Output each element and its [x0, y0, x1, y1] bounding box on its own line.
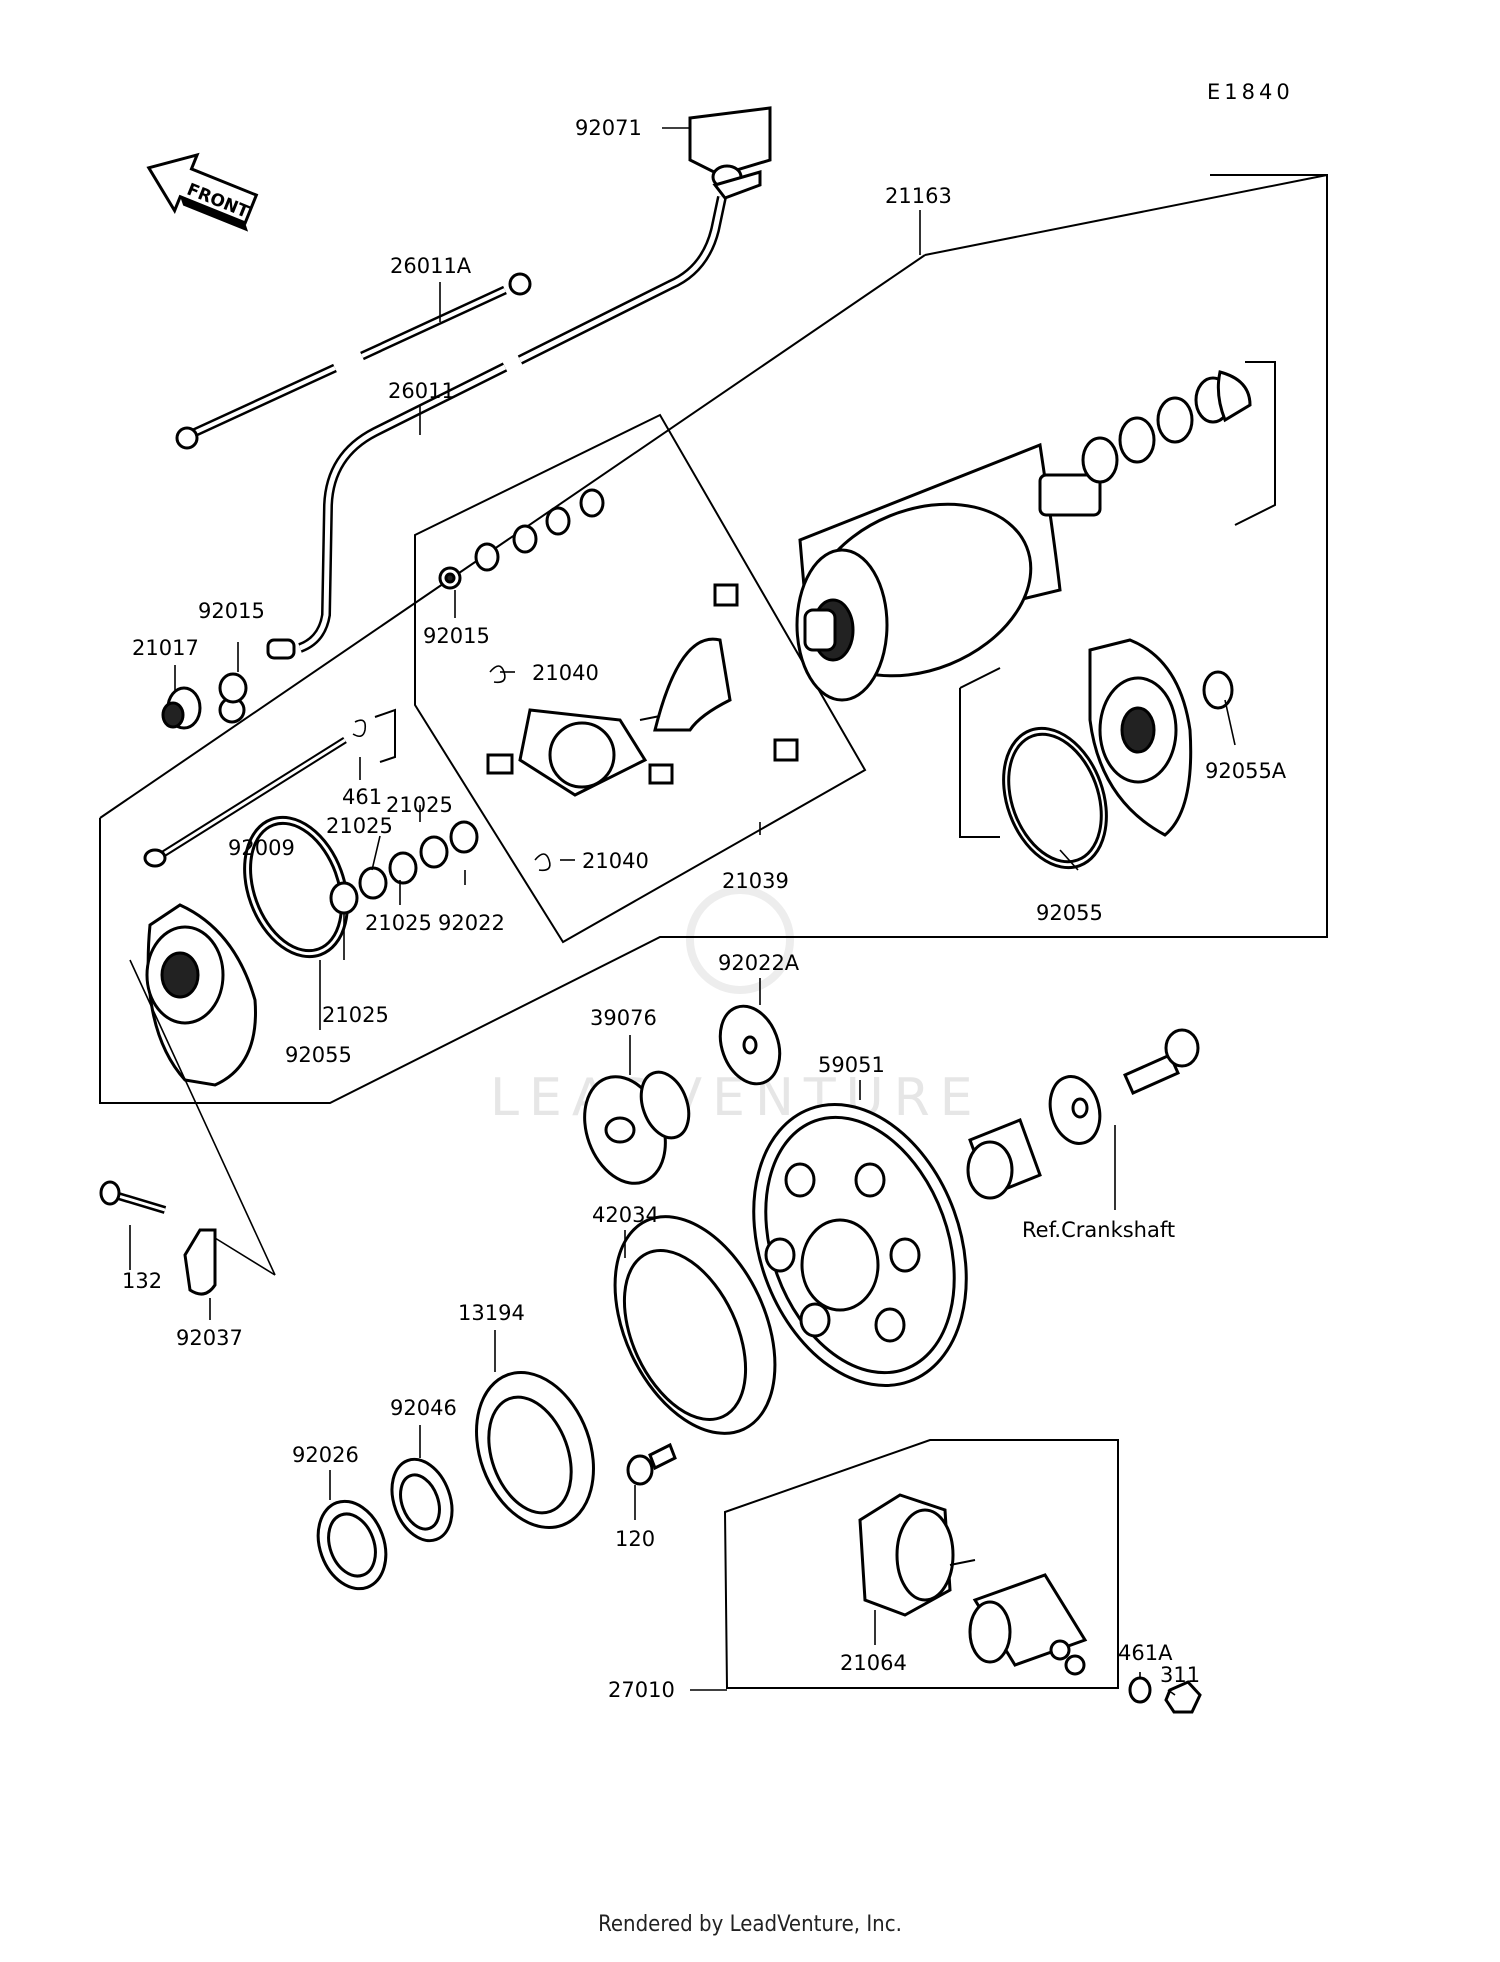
label-59051: 59051: [818, 1053, 885, 1077]
starter-clutch-group: [99, 959, 1200, 1591]
label-27010: 27010: [608, 1678, 675, 1702]
front-arrow-icon: FRONT: [146, 152, 259, 232]
label-92037: 92037: [176, 1326, 243, 1350]
label-21025-b: 21025: [326, 814, 393, 838]
label-92022: 92022: [438, 911, 505, 935]
label-21040-a: 21040: [532, 661, 599, 685]
watermark: LEADVENTURE: [490, 886, 983, 1128]
label-42034: 42034: [592, 1203, 659, 1227]
front-cover-group: [143, 672, 479, 1087]
label-13194: 13194: [458, 1301, 525, 1325]
label-92055-left: 92055: [285, 1043, 352, 1067]
label-120: 120: [615, 1527, 655, 1551]
label-21025-c: 21025: [365, 911, 432, 935]
solenoid-group: [858, 1493, 1202, 1714]
label-92055-right: 92055: [1036, 901, 1103, 925]
label-92055A: 92055A: [1205, 759, 1287, 783]
label-92022A: 92022A: [718, 951, 800, 975]
label-461A: 461A: [1118, 1641, 1173, 1665]
label-461: 461: [342, 785, 382, 809]
end-cover-group: [1002, 638, 1234, 870]
leader-lines: [129, 127, 1236, 1696]
cables: [175, 106, 772, 660]
label-21025-a: 21025: [386, 793, 453, 817]
label-132: 132: [122, 1269, 162, 1293]
label-311: 311: [1160, 1663, 1200, 1687]
label-21025-d: 21025: [322, 1003, 389, 1027]
label-21064: 21064: [840, 1651, 907, 1675]
assembly-outlines: [99, 174, 1328, 1689]
brush-holder-assembly: [438, 488, 799, 872]
label-21017: 21017: [132, 636, 199, 660]
armature-motor: [795, 370, 1252, 702]
label-39076: 39076: [590, 1006, 657, 1030]
label-21040-b: 21040: [582, 849, 649, 873]
label-26011A: 26011A: [390, 254, 472, 278]
label-92071: 92071: [575, 116, 642, 140]
label-ref-crankshaft: Ref.Crankshaft: [1022, 1218, 1175, 1242]
footer-credit: Rendered by LeadVenture, Inc.: [598, 1912, 902, 1937]
diagram-code: E1840: [1207, 80, 1294, 104]
label-92046: 92046: [390, 1396, 457, 1420]
label-92026: 92026: [292, 1443, 359, 1467]
label-92015-a: 92015: [198, 599, 265, 623]
part-labels: 92071 21163 26011A 26011 92015 21017 920…: [122, 116, 1287, 1702]
label-92015-b: 92015: [423, 624, 490, 648]
label-26011: 26011: [388, 379, 455, 403]
label-92009: 92009: [228, 836, 295, 860]
label-21163: 21163: [885, 184, 952, 208]
svg-text:LEADVENTURE: LEADVENTURE: [490, 1068, 983, 1128]
label-21039: 21039: [722, 869, 789, 893]
